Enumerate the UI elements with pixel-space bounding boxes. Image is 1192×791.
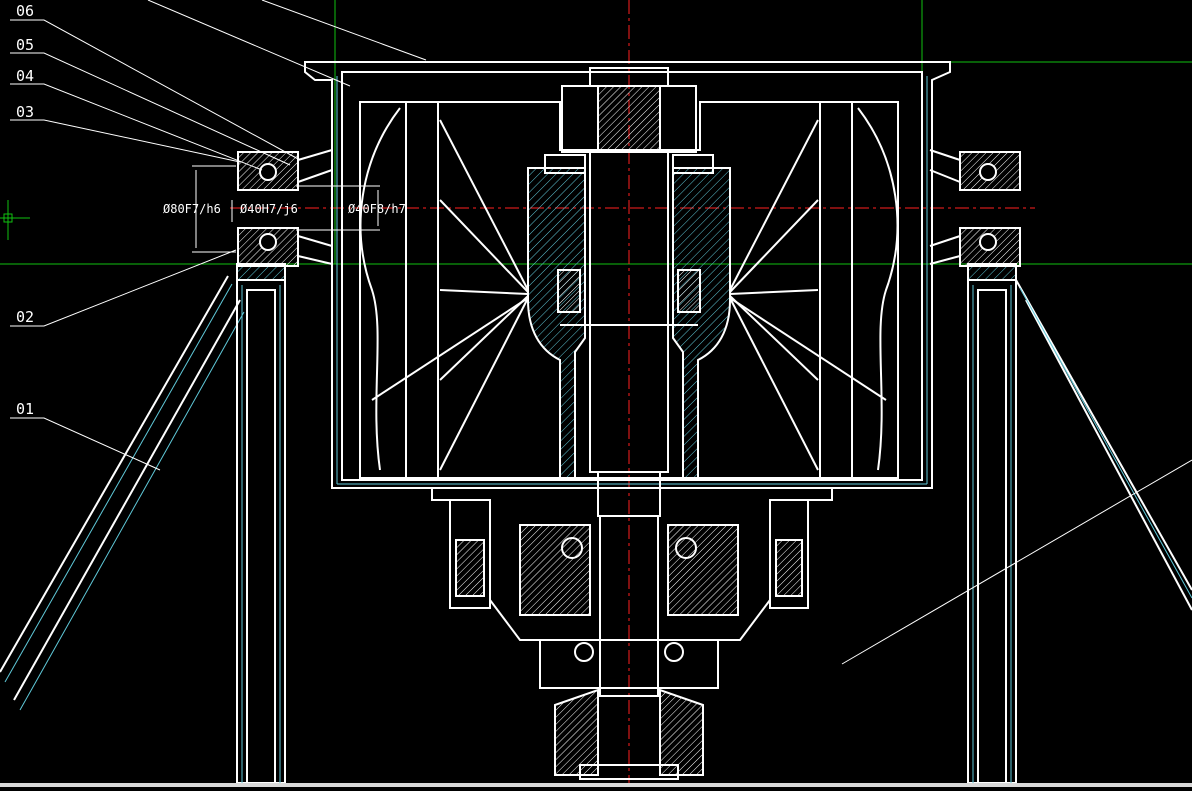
main-shaft (560, 151, 698, 697)
central-hub (527, 154, 731, 479)
fit-annotation-shaft: Ø40F8/h7 (348, 202, 406, 216)
part-label-02: 02 (16, 308, 34, 326)
leader-lines (10, 0, 1192, 665)
guide-lines (0, 0, 1192, 265)
bottom-status-strip (0, 783, 1192, 787)
gearbox (431, 487, 833, 689)
part-label-01: 01 (16, 400, 34, 418)
dimension-lines (192, 165, 380, 253)
bottom-pulley (554, 688, 704, 780)
top-nut (561, 67, 697, 153)
part-label-04: 04 (16, 67, 34, 85)
part-labels: 06 05 04 03 02 01 (16, 2, 34, 418)
crosshair-cursor-icon (0, 200, 30, 240)
side-bearings (237, 149, 1021, 267)
part-label-03: 03 (16, 103, 34, 121)
rotor-frame (359, 101, 899, 479)
fit-annotations: Ø80F7/h6 Ø40H7/j6 Ø40F8/h7 (163, 202, 406, 216)
fit-annotation-bore: Ø40H7/j6 (240, 202, 298, 216)
right-support-leg (1015, 279, 1192, 611)
side-columns (236, 279, 1017, 784)
part-label-06: 06 (16, 2, 34, 20)
part-label-05: 05 (16, 36, 34, 54)
fit-annotation-outer: Ø80F7/h6 (163, 202, 221, 216)
left-support-leg (0, 275, 245, 711)
